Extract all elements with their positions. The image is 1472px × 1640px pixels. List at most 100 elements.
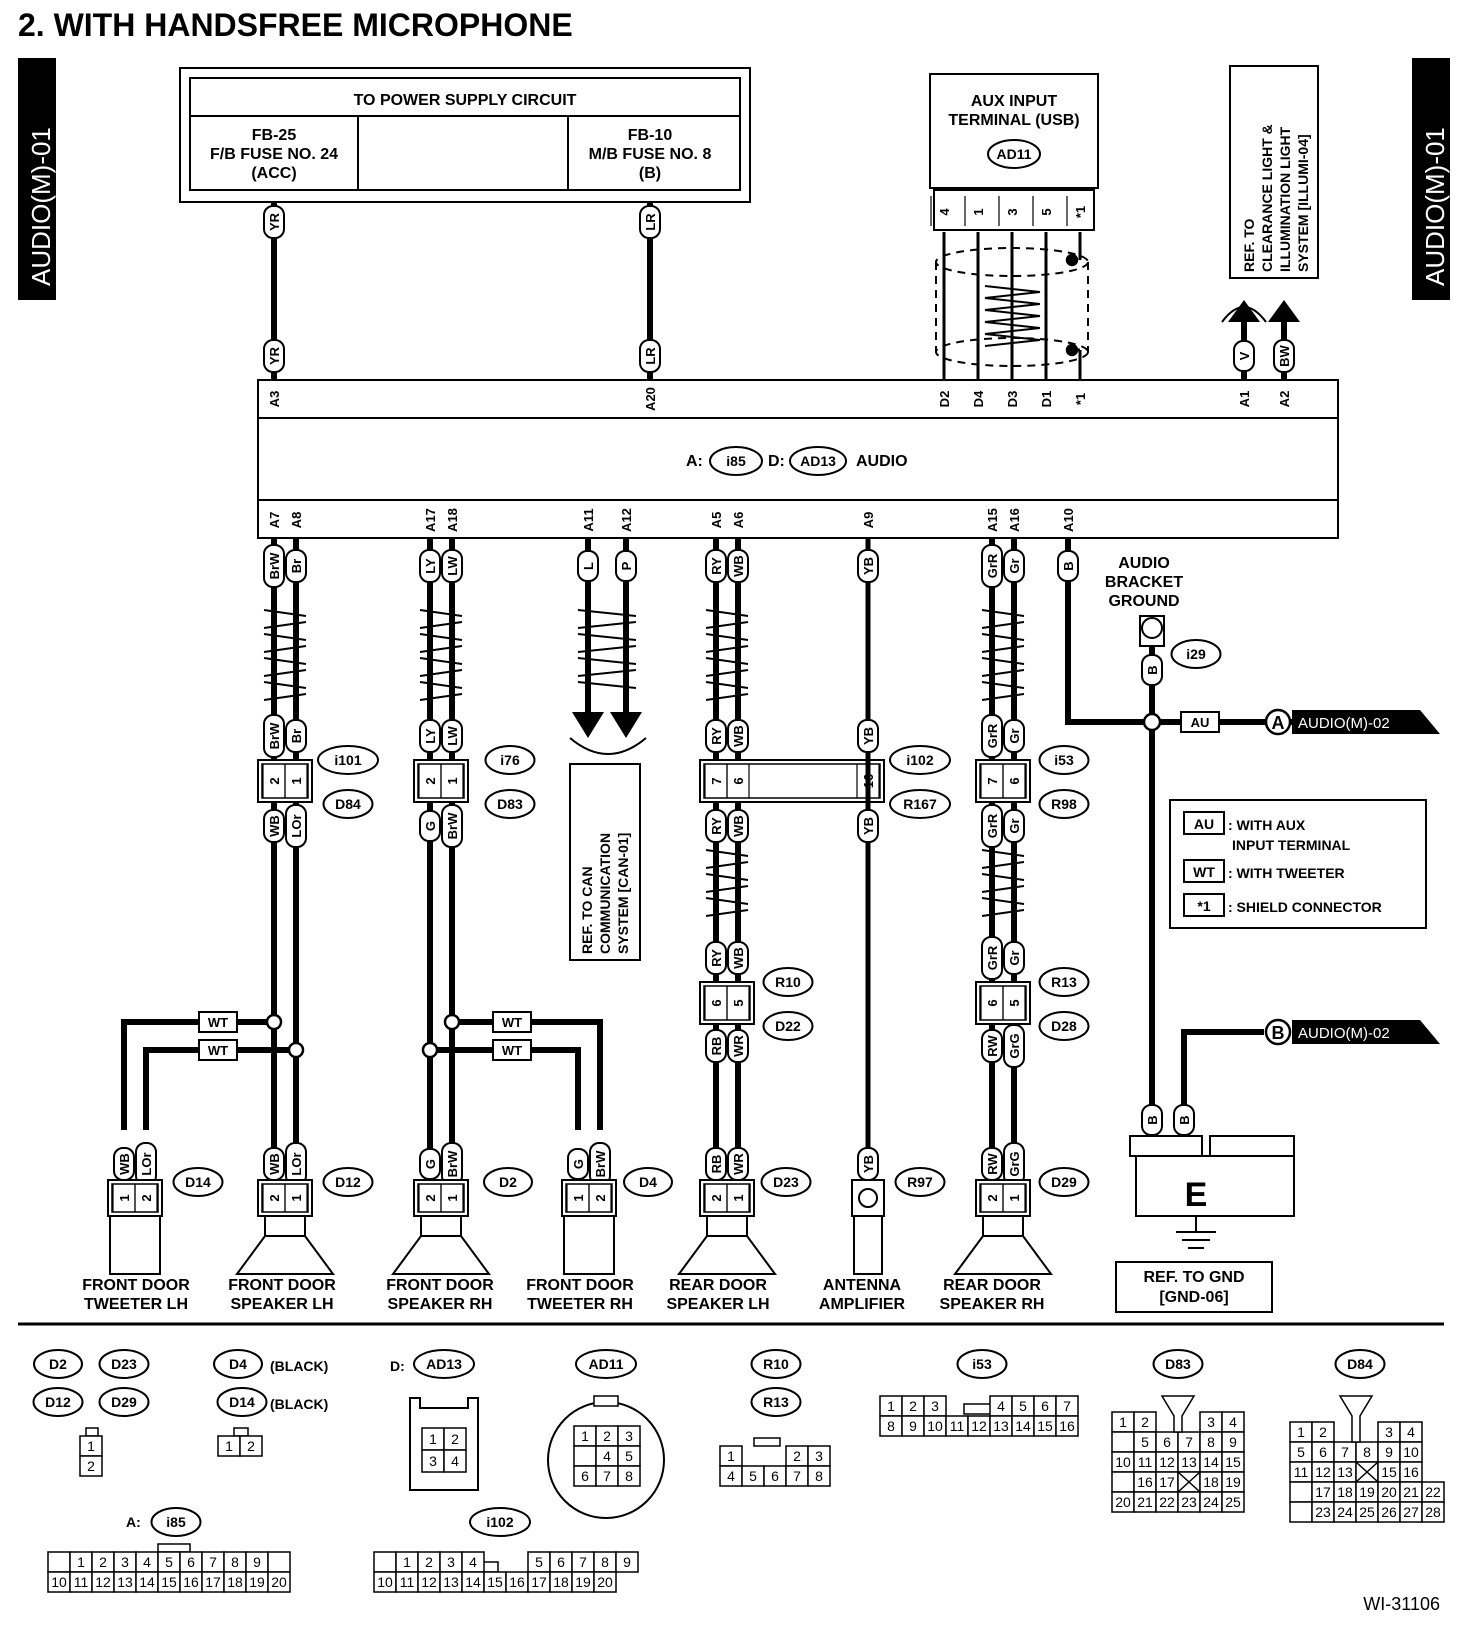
cavity-number: 8 (1207, 1434, 1215, 1450)
pin-A15: A15 (985, 508, 1000, 532)
speaker-rear-rh-cone (953, 1235, 1053, 1275)
connector-id: D12 (335, 1174, 361, 1190)
connector-id: AD13 (426, 1356, 462, 1372)
comp-ant-2: AMPLIFIER (819, 1296, 906, 1313)
pin-A8: A8 (289, 512, 304, 529)
wire-color-tag (263, 205, 285, 239)
connector-id-oval (322, 789, 374, 819)
wire-color-tag (857, 809, 879, 843)
twist-mark (705, 897, 749, 905)
cv-i102-cell (615, 1551, 639, 1573)
wire-color-label: WB (731, 815, 746, 837)
wire-color-label: BrW (445, 812, 460, 839)
aux-pin-number: 1 (971, 208, 986, 215)
cavity-number: 5 (165, 1554, 173, 1570)
pin-number: 7 (985, 777, 1000, 784)
wire-color-label: RW (985, 1153, 1000, 1175)
wire-color-tag (727, 1029, 749, 1063)
twist-mark (984, 297, 1041, 305)
comp-fsr-1: FRONT DOOR (386, 1277, 494, 1294)
cavity-number: 9 (909, 1418, 917, 1434)
twist-mark (981, 861, 1025, 869)
bracket-ground-hole (1141, 617, 1163, 639)
wire-color-label: BrW (593, 1150, 608, 1177)
wire-color-tag (1003, 1024, 1025, 1068)
cavity-number: 2 (1141, 1414, 1149, 1430)
wire-color-label: YB (861, 817, 876, 835)
cavity-number: 7 (793, 1468, 801, 1484)
cavity-number: 9 (623, 1554, 631, 1570)
wire-color-label: YR (267, 212, 282, 231)
wire-color-tag (285, 549, 307, 583)
twist-mark (419, 681, 463, 689)
cavity-number: 15 (487, 1574, 503, 1590)
cv-i53-cell (1055, 1415, 1079, 1437)
connector-id: D2 (499, 1174, 517, 1190)
pin-A6: A6 (731, 512, 746, 529)
twist-mark (984, 321, 1041, 329)
power-header: TO POWER SUPPLY CIRCUIT (354, 92, 577, 109)
pin-number: 1 (571, 1194, 586, 1201)
twist-mark (984, 309, 1041, 317)
ground-ref-1: REF. TO GND (1143, 1269, 1244, 1286)
cavity-number: 11 (1294, 1464, 1309, 1480)
wire-color-label: G (423, 821, 438, 831)
cv-d84-latch (1338, 1395, 1374, 1443)
junction (1142, 712, 1162, 732)
twist-mark (263, 645, 307, 653)
pin-number: 5 (1007, 999, 1022, 1006)
connector-id-oval (1038, 789, 1090, 819)
cavity-number: 16 (1137, 1474, 1153, 1490)
wire-color-tag (981, 714, 1003, 758)
wire-tag-label: WT (502, 1015, 522, 1030)
comp-ftl-2: TWEETER LH (84, 1296, 188, 1313)
latch (85, 1427, 99, 1437)
offpage-a-label: AUDIO(M)-02 (1298, 715, 1390, 732)
cavity-number: 5 (1141, 1434, 1149, 1450)
cavity-number: 6 (187, 1554, 195, 1570)
wire-color-label: BrW (267, 722, 282, 749)
wire-color-tag (615, 550, 637, 582)
antenna-jack (858, 1188, 878, 1208)
wire-color-label: Gr (1007, 728, 1022, 743)
connector-id: D23 (773, 1174, 799, 1190)
twist-mark (984, 303, 1041, 311)
wire-color-tag (1057, 550, 1079, 582)
pin-number: 7 (709, 777, 724, 784)
wire-tag-label: AU (1191, 715, 1210, 730)
connector-id-oval (98, 1349, 150, 1379)
twist-mark (263, 657, 307, 665)
cavity-number: 25 (1225, 1494, 1241, 1510)
cavity-number: 15 (161, 1574, 177, 1590)
cavity-number: 13 (443, 1574, 459, 1590)
wire-color-label: Br (289, 559, 304, 573)
illumination-ref: REF. TO CLEARANCE LIGHT & ILLUMINATION L… (1229, 65, 1319, 279)
connector-id-oval (317, 745, 379, 775)
tweeter-branch-wire (430, 1047, 581, 1130)
wire-color-label: WB (731, 555, 746, 577)
connector-id-oval (322, 1167, 374, 1197)
cavity-number: 16 (1403, 1464, 1419, 1480)
cavity-number: 7 (1341, 1444, 1349, 1460)
pin-A12: A12 (619, 508, 634, 532)
cavity-number: 15 (1037, 1418, 1053, 1434)
connector-id-oval (575, 1349, 637, 1379)
wire-color-label: LY (423, 558, 438, 574)
cavity-number: 22 (1425, 1484, 1441, 1500)
cavity-number: 14 (1203, 1454, 1219, 1470)
twist-mark (705, 909, 749, 917)
cavity-number: 24 (1203, 1494, 1219, 1510)
pin-aux-D4: D4 (971, 390, 986, 407)
cavity-number: 2 (247, 1438, 255, 1454)
cavity-number: 2 (99, 1554, 107, 1570)
cv-a-prefix: A: (126, 1514, 141, 1530)
cavity-number: 4 (997, 1398, 1005, 1414)
cavity-number: 16 (1059, 1418, 1075, 1434)
wire-color-label: G (423, 1159, 438, 1169)
junction (265, 1013, 283, 1031)
cavity-number: 11 (74, 1574, 89, 1590)
comp-fsl-1: FRONT DOOR (228, 1277, 336, 1294)
twist-mark (705, 609, 749, 617)
pin-A18: A18 (445, 508, 460, 532)
connector-id-oval (1152, 1349, 1204, 1379)
